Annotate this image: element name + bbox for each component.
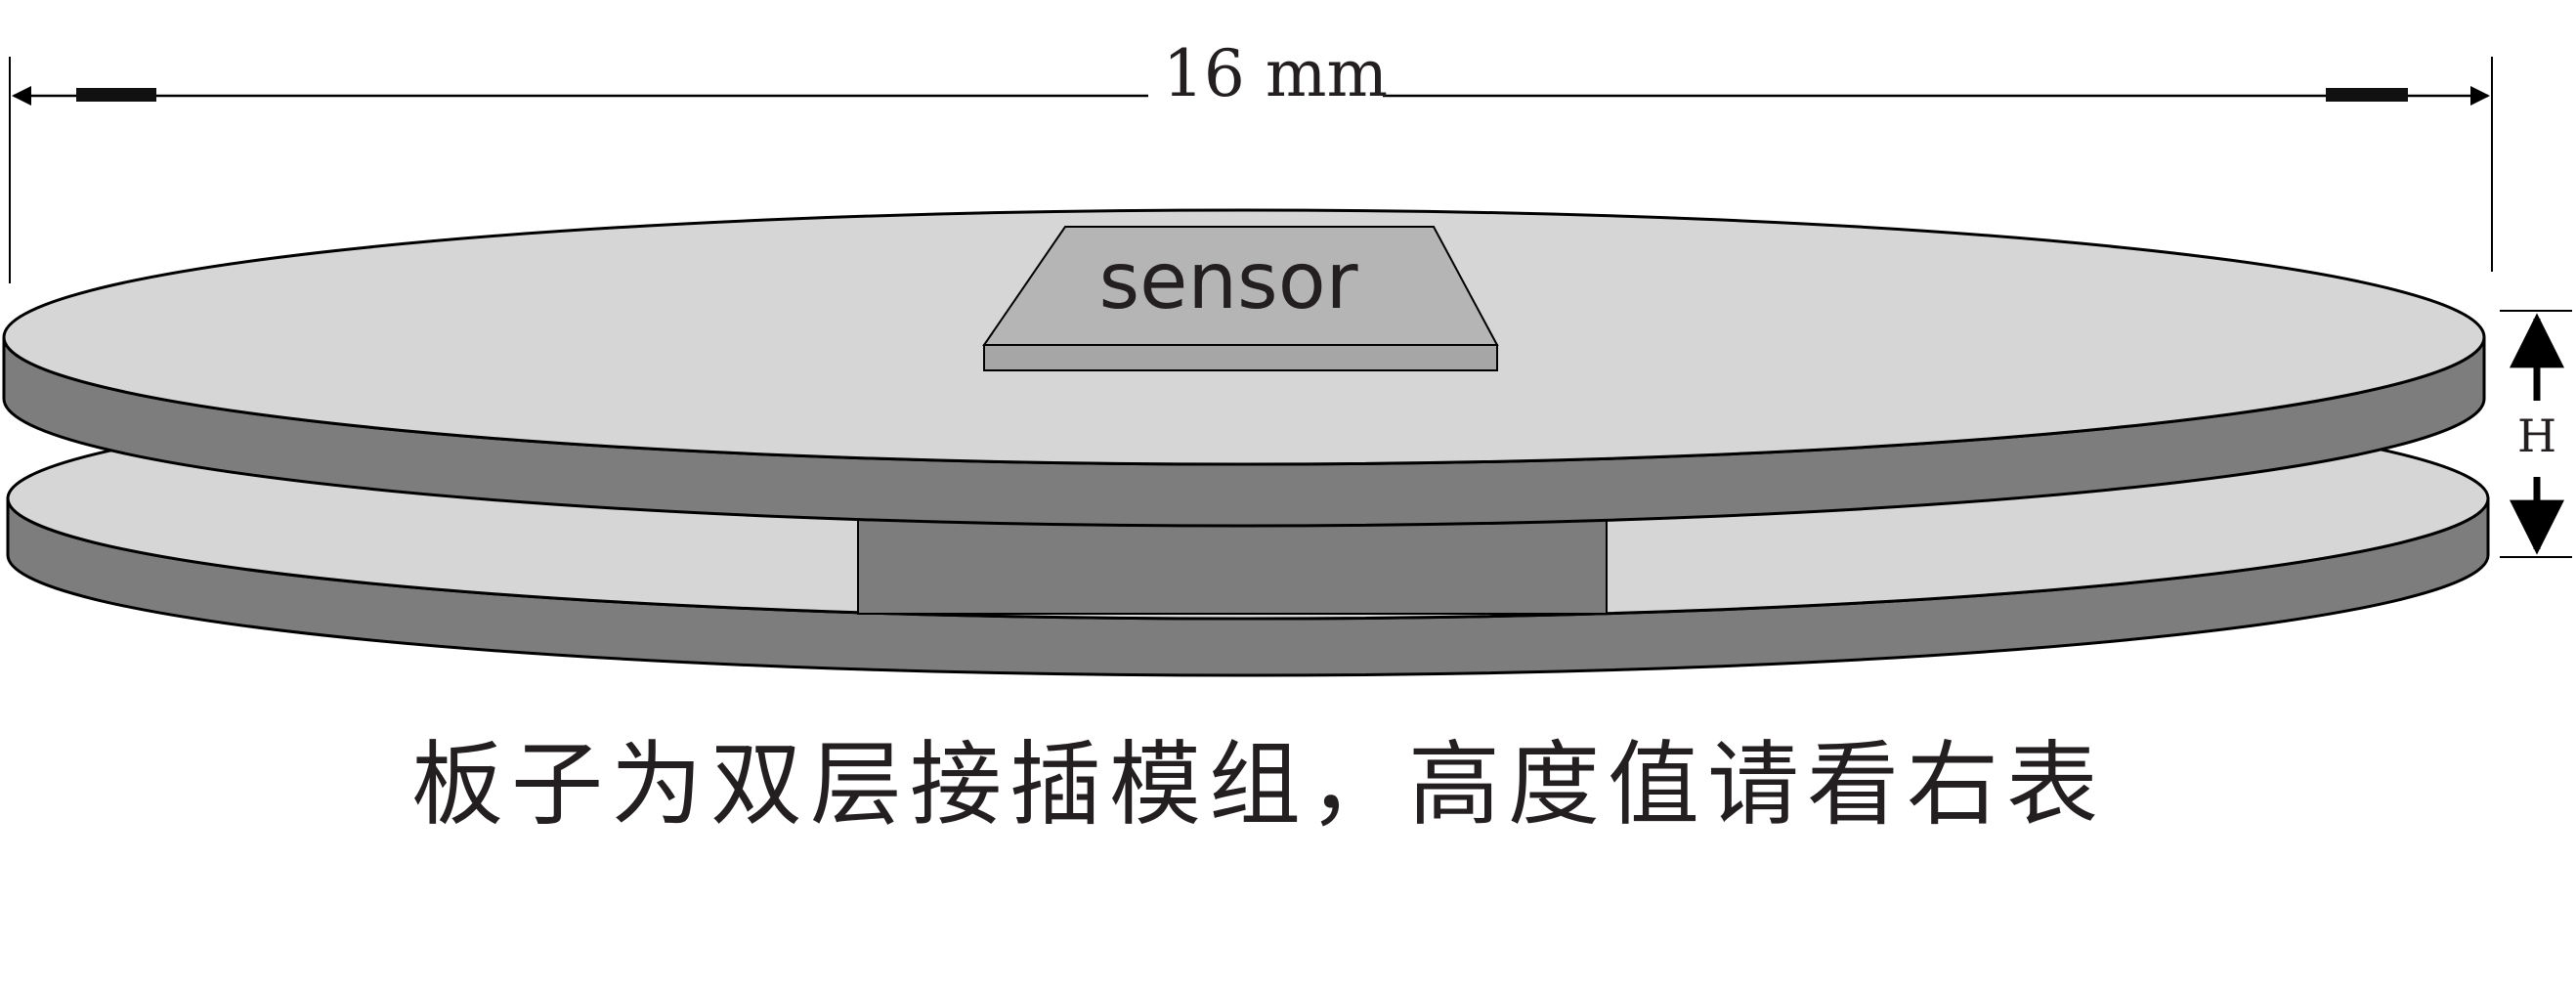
width-label: 16 mm: [1163, 36, 1388, 111]
sensor-chip-top: [982, 226, 1499, 346]
width-label-bg: [1148, 61, 1383, 111]
width-arrow-tail-left: [76, 88, 156, 102]
sensor-chip-side: [983, 344, 1498, 371]
height-label: H: [2517, 409, 2556, 462]
width-arrow-tail-right: [2326, 88, 2408, 102]
sensor-label: sensor: [1098, 236, 1357, 326]
width-dimension: 16 mm: [9, 36, 2493, 283]
height-dimension: H: [2500, 310, 2572, 558]
caption: 板子为双层接插模组，高度值请看右表: [411, 732, 2106, 839]
sensor-chip: sensor: [982, 226, 1499, 371]
